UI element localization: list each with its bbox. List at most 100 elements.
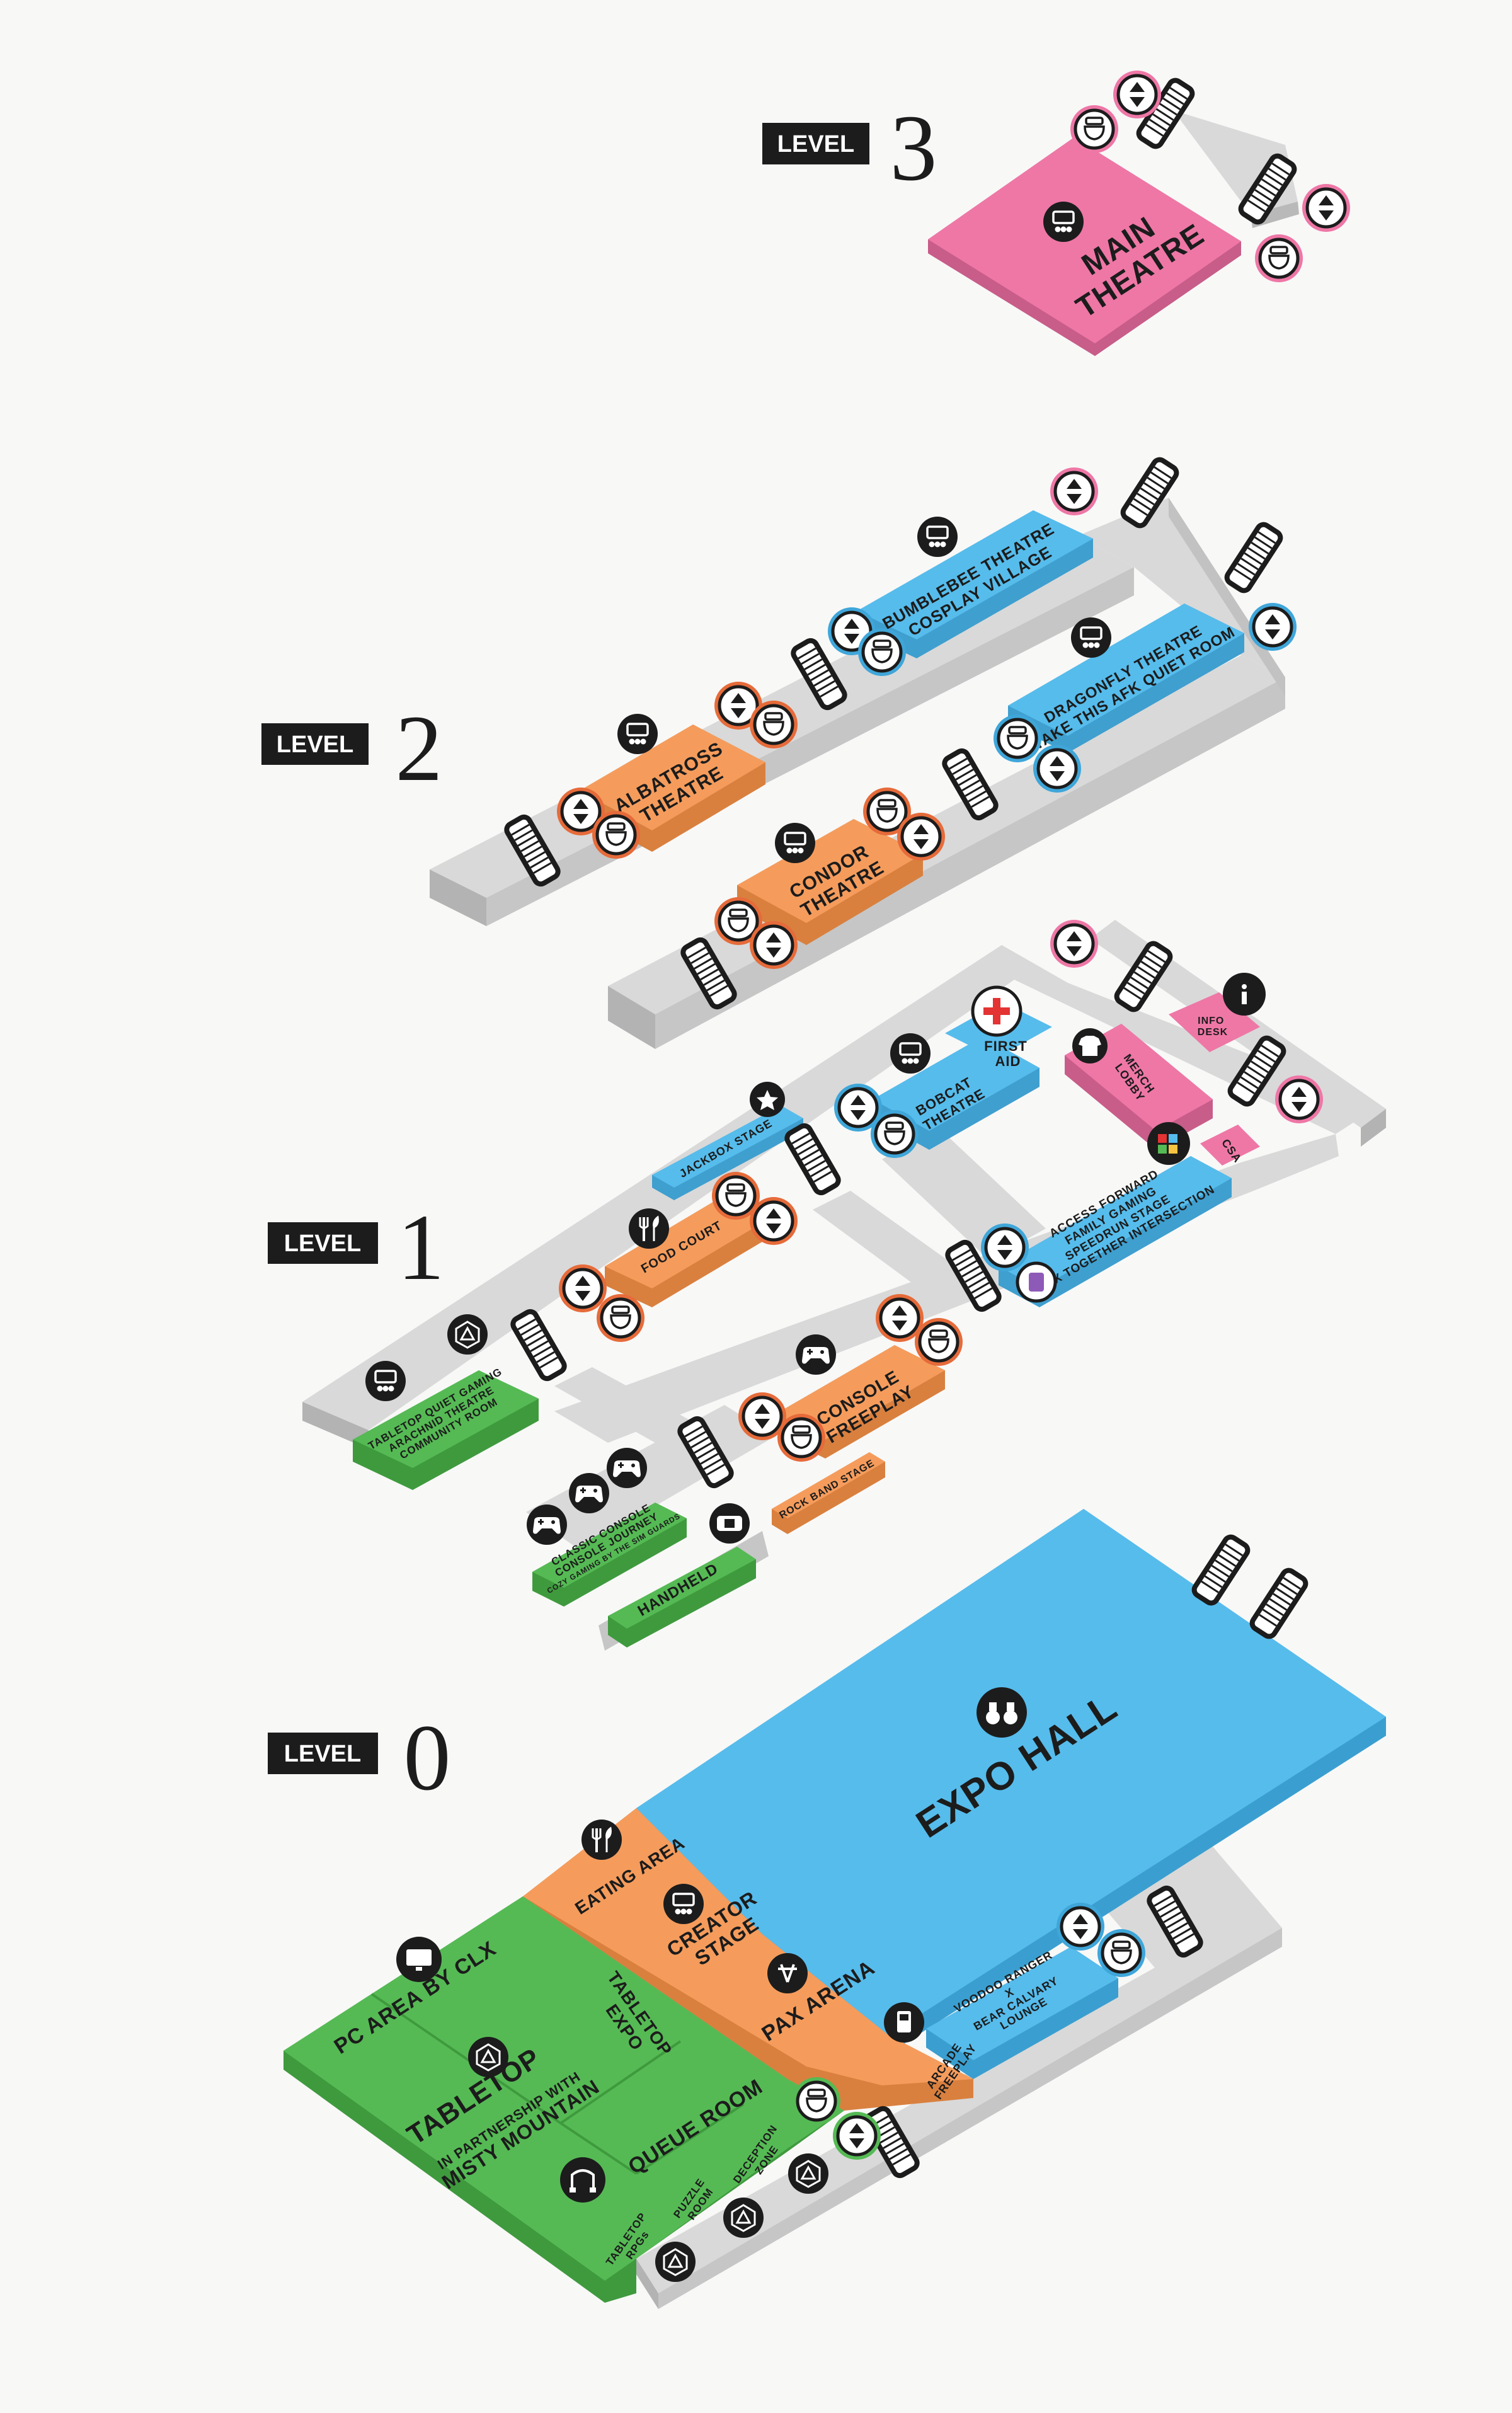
- d20-icon: [787, 2152, 830, 2195]
- controller-icon: [527, 1505, 567, 1545]
- restroom-icon[interactable]: [871, 1110, 919, 1158]
- level-1-number: 1: [398, 1195, 445, 1300]
- binoculars-icon: [976, 1687, 1027, 1738]
- svg-text:FIRST AID: FIRST AID: [984, 1038, 1032, 1069]
- rock-band-stage-room[interactable]: ROCK BAND STAGE: [772, 1452, 885, 1534]
- elevator-icon[interactable]: [876, 1294, 924, 1342]
- elevator-icon[interactable]: [557, 788, 605, 835]
- escalator-icon[interactable]: [1187, 1530, 1255, 1610]
- elevator-icon[interactable]: [1050, 920, 1098, 968]
- restroom-icon[interactable]: [994, 714, 1041, 762]
- theatre-icon: [1070, 616, 1113, 659]
- theatre-icon: [1042, 200, 1085, 243]
- theatre-icon: [916, 515, 959, 558]
- restroom-icon[interactable]: [597, 1294, 644, 1342]
- level-1: JACKBOX STAGE BOBCAT THEATRE FIRST AID: [268, 920, 1386, 1651]
- restroom-icon[interactable]: [915, 1318, 963, 1366]
- level-3: MAIN THEATRE LEVEL 3: [762, 71, 1350, 356]
- restroom-icon[interactable]: [858, 628, 906, 676]
- condor-theatre-room[interactable]: CONDOR THEATRE: [737, 819, 923, 945]
- level-0-badge: LEVEL: [268, 1733, 378, 1774]
- restroom-icon[interactable]: [863, 788, 911, 835]
- level-2-number: 2: [396, 696, 443, 801]
- controller-icon: [796, 1334, 836, 1375]
- escalator-icon[interactable]: [1245, 1563, 1313, 1644]
- elevator-icon[interactable]: [714, 682, 762, 730]
- escalator-icon[interactable]: [506, 1305, 571, 1385]
- elevator-icon[interactable]: [1302, 184, 1350, 232]
- elevator-icon[interactable]: [750, 1197, 798, 1245]
- food-icon: [627, 1207, 670, 1250]
- elevator-icon[interactable]: [1113, 71, 1161, 118]
- svg-text:INFO DESK: INFO DESK: [1198, 1016, 1228, 1038]
- level-3-number: 3: [890, 96, 937, 200]
- escalator-icon[interactable]: [780, 1119, 845, 1200]
- level-2-badge-text: LEVEL: [277, 731, 353, 758]
- elevator-icon[interactable]: [738, 1392, 786, 1440]
- main-theatre-room[interactable]: MAIN THEATRE: [928, 137, 1241, 356]
- merch-lobby-room[interactable]: MERCH LOBBY: [1065, 1024, 1213, 1150]
- first-aid-icon: [971, 985, 1022, 1037]
- elevator-icon[interactable]: [981, 1224, 1029, 1271]
- restroom-icon[interactable]: [714, 897, 762, 945]
- theatre-icon: [774, 822, 816, 864]
- elevator-icon[interactable]: [897, 813, 945, 861]
- elevator-icon[interactable]: [1249, 603, 1297, 651]
- restroom-icon[interactable]: [750, 701, 798, 748]
- controller-icon: [569, 1473, 609, 1513]
- elevator-icon[interactable]: [559, 1264, 607, 1312]
- level-1-badge-text: LEVEL: [284, 1230, 361, 1257]
- elevator-icon[interactable]: [1057, 1903, 1104, 1951]
- jackbox-stage-room[interactable]: JACKBOX STAGE: [652, 1082, 803, 1200]
- handheld-room[interactable]: HANDHELD: [608, 1503, 756, 1648]
- restroom-icon[interactable]: [592, 811, 640, 859]
- expo-hall-room[interactable]: EXPO HALL: [630, 1509, 1386, 2054]
- elevator-icon[interactable]: [750, 921, 798, 969]
- arcade-icon: [884, 2002, 924, 2043]
- level-2-badge: LEVEL: [261, 723, 369, 765]
- restroom-icon[interactable]: [1097, 1929, 1145, 1977]
- orange-zone: [523, 1808, 973, 2111]
- food-icon: [580, 1818, 623, 1861]
- level-3-badge: LEVEL: [762, 123, 869, 164]
- level-0-badge-text: LEVEL: [284, 1741, 361, 1767]
- d20-icon: [722, 2196, 765, 2239]
- star-icon: [750, 1082, 785, 1117]
- arena-icon: [767, 1953, 808, 1993]
- restroom-icon[interactable]: [777, 1414, 825, 1462]
- restroom-icon[interactable]: [712, 1172, 760, 1220]
- access-forward-room[interactable]: ACCESS FORWARD FAMILY GAMING SPEEDRUN ST…: [999, 1122, 1232, 1307]
- info-desk-room[interactable]: INFO DESK: [1169, 973, 1266, 1052]
- escalator-icon[interactable]: [1220, 517, 1288, 598]
- elevator-icon[interactable]: [834, 1084, 882, 1132]
- restroom-icon[interactable]: [1070, 105, 1118, 153]
- food-court-room[interactable]: FOOD COURT: [605, 1197, 769, 1307]
- elevator-icon[interactable]: [833, 2112, 881, 2160]
- computer-icon: [396, 1937, 442, 1982]
- bobcat-theatre-room[interactable]: BOBCAT THEATRE: [873, 1032, 1040, 1150]
- d20-icon: [654, 2240, 697, 2283]
- restroom-icon[interactable]: [1255, 234, 1303, 282]
- theatre-icon: [889, 1032, 932, 1075]
- level-2: BUMBLEBEE THEATRE COSPLAY VILLAGE DRAGON…: [261, 452, 1297, 1049]
- d20-icon: [446, 1313, 489, 1356]
- first-aid-label-1: FIRST: [984, 1038, 1028, 1054]
- elevator-icon[interactable]: [1275, 1075, 1323, 1123]
- theatre-icon: [662, 1883, 705, 1925]
- theatre-icon: [364, 1360, 407, 1402]
- level-0-number: 0: [404, 1705, 451, 1810]
- restroom-icon[interactable]: [793, 2077, 840, 2125]
- green-zone: [284, 1896, 844, 2303]
- controller-icon: [607, 1448, 647, 1488]
- csa-room[interactable]: CSA: [1200, 1125, 1260, 1166]
- handheld-icon: [709, 1503, 750, 1544]
- elevator-icon[interactable]: [1050, 467, 1098, 515]
- info-icon: [1223, 973, 1266, 1016]
- puzzle-icon: [1147, 1122, 1190, 1165]
- elevator-icon[interactable]: [1033, 745, 1081, 793]
- first-aid-label-2: AID: [995, 1053, 1021, 1069]
- theatre-icon: [616, 713, 659, 755]
- merch-icon: [1072, 1028, 1108, 1063]
- first-aid-room[interactable]: FIRST AID: [945, 985, 1052, 1069]
- restroom-icon: [1016, 1261, 1057, 1303]
